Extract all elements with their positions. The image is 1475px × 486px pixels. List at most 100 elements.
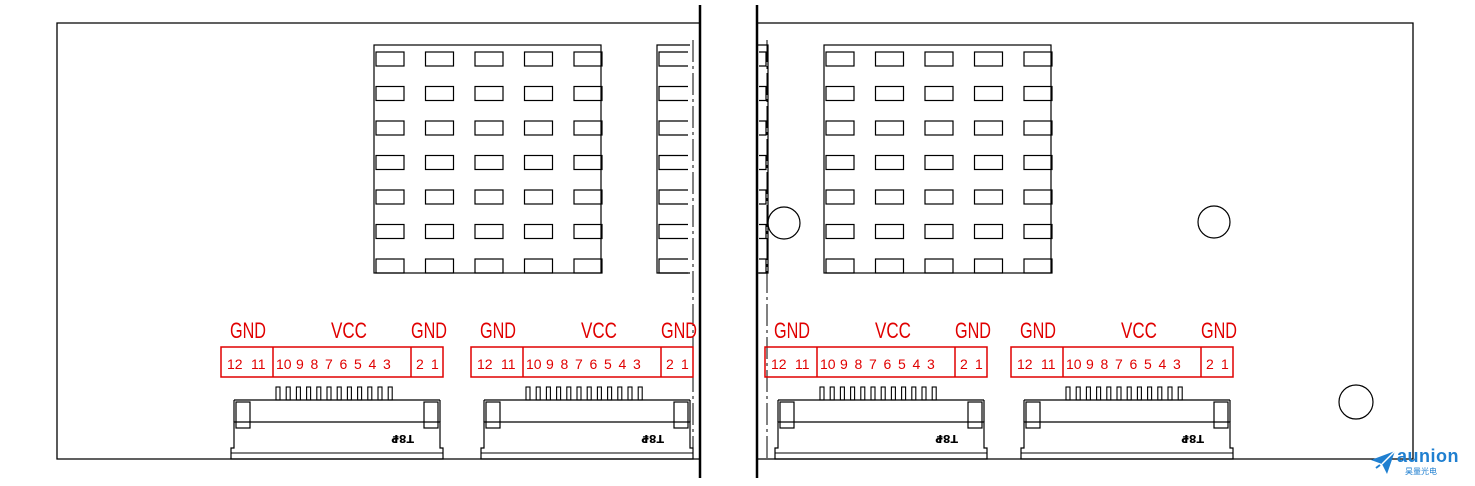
heatsink-slot bbox=[924, 258, 954, 274]
connector-pin-lead bbox=[1085, 386, 1091, 401]
connector-pin-lead bbox=[275, 386, 281, 401]
heatsink-slot bbox=[424, 154, 455, 171]
pin-label-box bbox=[764, 346, 988, 378]
pin-group-label-right: GND bbox=[661, 318, 697, 343]
pin-number: 12 bbox=[771, 356, 787, 372]
pin-group-label-middle: VCC bbox=[875, 318, 911, 343]
heatsink-slot bbox=[474, 120, 504, 136]
heatsink-slot bbox=[658, 258, 688, 274]
connector-pin-lead bbox=[1136, 386, 1142, 401]
connector-pin-lead bbox=[1075, 386, 1081, 401]
paper-plane-icon bbox=[1371, 450, 1396, 474]
connector-pin-lead bbox=[1116, 386, 1122, 401]
heatsink-slot bbox=[874, 258, 905, 274]
heatsink-slot bbox=[523, 120, 554, 136]
heatsink-grid-left bbox=[373, 44, 603, 274]
pin-number: 3 bbox=[927, 356, 935, 372]
pin-number: 7 bbox=[1115, 356, 1123, 372]
pin-number: 4 bbox=[619, 356, 627, 372]
heatsink-slot bbox=[424, 51, 455, 67]
connector-pin-lead bbox=[535, 386, 541, 401]
heatsink-slot bbox=[825, 120, 855, 136]
connector-pin-lead bbox=[1096, 386, 1102, 401]
heatsink-slot bbox=[573, 258, 603, 274]
connector-pin-lead bbox=[627, 386, 633, 401]
brand-subtitle: 昊量光电 bbox=[1405, 467, 1437, 476]
pin-number: 1 bbox=[681, 356, 689, 372]
connector-pin-lead bbox=[617, 386, 623, 401]
connector-pin-lead bbox=[850, 386, 856, 401]
connector-pin-lead bbox=[316, 386, 322, 401]
heatsink-slot bbox=[375, 120, 405, 136]
pin-number: 8 bbox=[1101, 356, 1109, 372]
heatsink-slot bbox=[874, 154, 905, 171]
brand-logo: aunion 昊量光电 bbox=[1368, 446, 1468, 480]
pin-number: 5 bbox=[1144, 356, 1152, 372]
heatsink-slot bbox=[523, 258, 554, 274]
pin-number: 1 bbox=[975, 356, 983, 372]
heatsink-slot bbox=[1023, 154, 1053, 171]
heatsink-slot bbox=[375, 85, 405, 102]
pin-group-label-left: GND bbox=[1020, 318, 1056, 343]
pin-group-label-left: GND bbox=[774, 318, 810, 343]
heatsink-slot bbox=[523, 85, 554, 102]
heatsink-slot bbox=[1023, 189, 1053, 205]
connector-latch-right bbox=[967, 401, 983, 429]
heatsink-slot bbox=[474, 85, 504, 102]
heatsink-slot bbox=[1023, 51, 1053, 67]
pin-number: 9 bbox=[546, 356, 554, 372]
heatsink-slot bbox=[825, 51, 855, 67]
pin-number: 10 bbox=[1066, 356, 1082, 372]
pin-number: 2 bbox=[416, 356, 424, 372]
heatsink-partial-right bbox=[758, 44, 769, 274]
right-board-outline bbox=[757, 22, 1414, 460]
connector-pin-lead bbox=[285, 386, 291, 401]
connector-pin-lead bbox=[306, 386, 312, 401]
pin-label-box bbox=[1010, 346, 1234, 378]
heatsink-slot bbox=[523, 223, 554, 240]
connector-pin-lead bbox=[1147, 386, 1153, 401]
heatsink-slot bbox=[825, 258, 855, 274]
heatsink-slot bbox=[759, 154, 767, 171]
pin-number: 8 bbox=[855, 356, 863, 372]
pin-number: 12 bbox=[1017, 356, 1033, 372]
pin-number: 7 bbox=[325, 356, 333, 372]
heatsink-slot bbox=[1023, 258, 1053, 274]
connector-pin-lead bbox=[346, 386, 352, 401]
heatsink-slot bbox=[573, 223, 603, 240]
connector-pin-lead bbox=[637, 386, 643, 401]
heatsink-slot bbox=[973, 85, 1004, 102]
heatsink-slot bbox=[924, 120, 954, 136]
heatsink-slot bbox=[759, 223, 767, 240]
heatsink-slot bbox=[825, 154, 855, 171]
connector-pin-lead bbox=[1106, 386, 1112, 401]
connector-pin-lead bbox=[586, 386, 592, 401]
heatsink-slot bbox=[874, 51, 905, 67]
heatsink-slot bbox=[424, 223, 455, 240]
heatsink-slot bbox=[474, 223, 504, 240]
pin-number: 8 bbox=[311, 356, 319, 372]
connector-marking: T8₽ bbox=[935, 432, 958, 445]
connector-pin-lead bbox=[890, 386, 896, 401]
heatsink-slot bbox=[759, 85, 767, 102]
heatsink-slot bbox=[924, 189, 954, 205]
heatsink-slot bbox=[924, 85, 954, 102]
heatsink-slot bbox=[424, 189, 455, 205]
heatsink-slot bbox=[375, 258, 405, 274]
heatsink-slot bbox=[973, 154, 1004, 171]
connector-pin-lead bbox=[607, 386, 613, 401]
pin-number: 3 bbox=[633, 356, 641, 372]
heatsink-slot bbox=[474, 189, 504, 205]
pin-number: 4 bbox=[913, 356, 921, 372]
connector-latch-right bbox=[1213, 401, 1229, 429]
pin-number: 1 bbox=[1221, 356, 1229, 372]
pin-number: 9 bbox=[840, 356, 848, 372]
pin-group-label-right: GND bbox=[955, 318, 991, 343]
pin-number: 4 bbox=[1159, 356, 1167, 372]
pin-number: 6 bbox=[340, 356, 348, 372]
heatsink-slot bbox=[474, 51, 504, 67]
connector-pin-lead bbox=[921, 386, 927, 401]
